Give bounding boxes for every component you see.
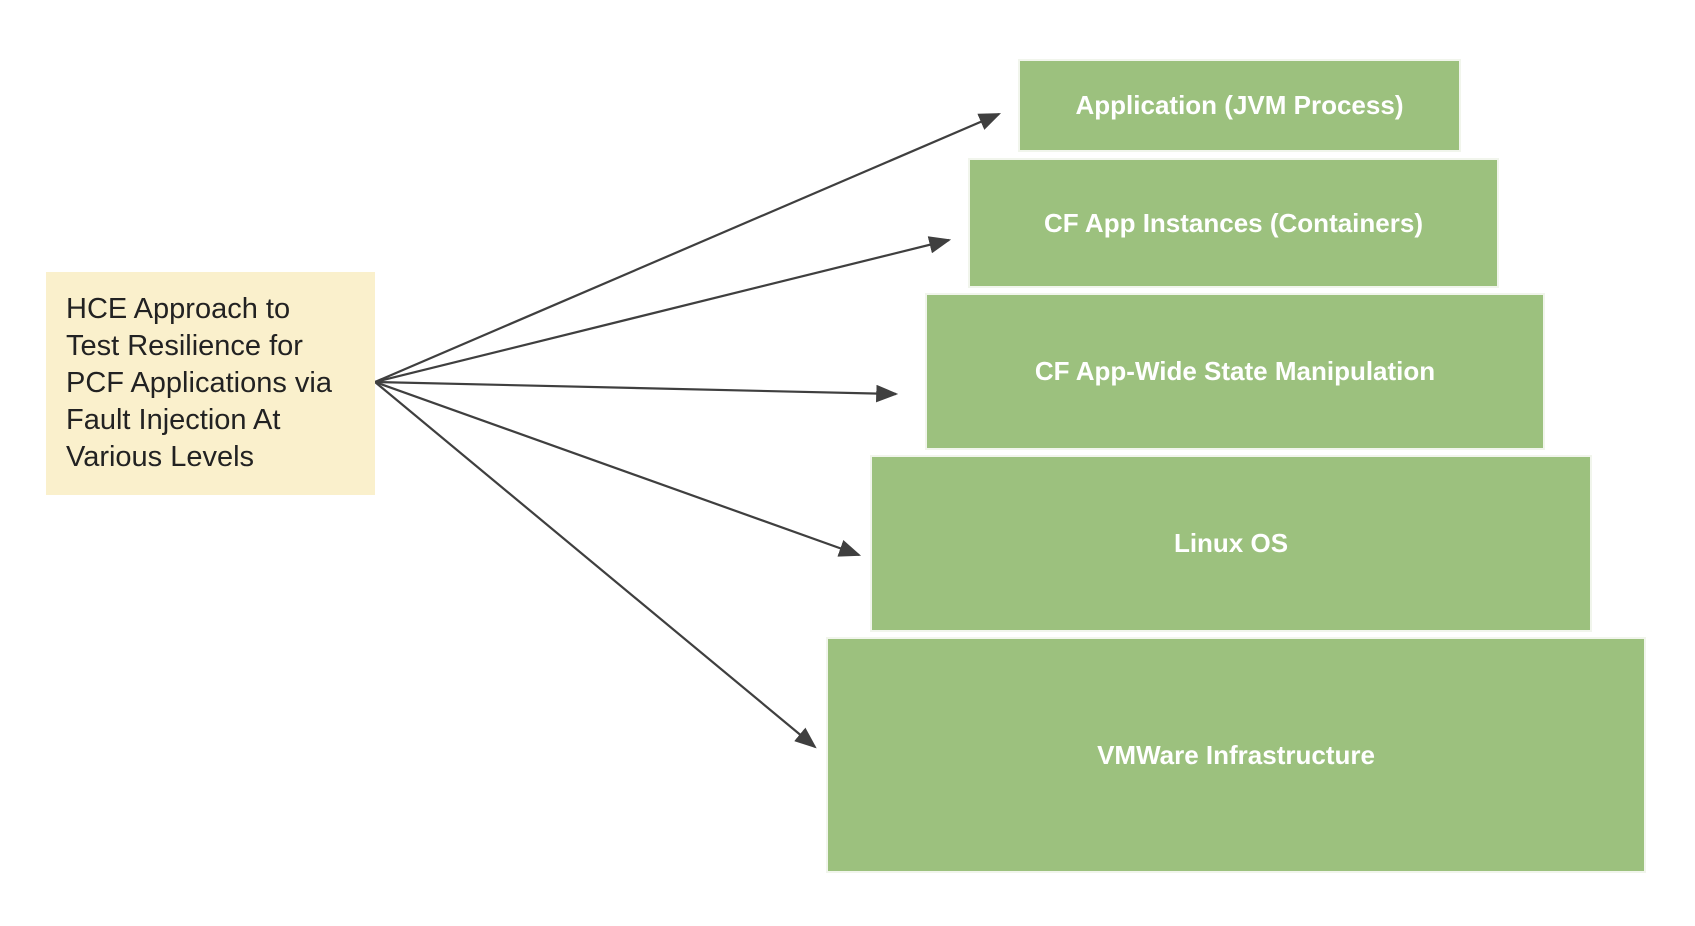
arrow-to-linux-os (374, 380, 862, 557)
hce-approach-note-text: HCE Approach to Test Resilience for PCF … (66, 293, 332, 473)
level-application-jvm-process-label: Application (JVM Process) (1075, 90, 1404, 120)
hce-approach-note: HCE Approach to Test Resilience for PCF … (46, 272, 375, 495)
level-cf-app-wide-state-manipulation-label: CF App-Wide State Manipulation (1034, 356, 1436, 386)
arrow-to-vmware-infrastructure (374, 381, 817, 749)
level-linux-os-label: Linux OS (1173, 528, 1289, 558)
level-vmware-infrastructure-label: VMWare Infrastructure (1097, 739, 1375, 770)
level-cf-app-wide-state-manipulation: CF App-Wide State Manipulation (925, 293, 1545, 450)
arrow-to-cf-app-instances (374, 236, 952, 384)
level-linux-os: Linux OS (870, 455, 1592, 632)
arrow-to-cf-app-wide-state (374, 380, 899, 403)
level-cf-app-instances-containers: CF App Instances (Containers) (968, 158, 1499, 288)
level-vmware-infrastructure: VMWare Infrastructure (826, 637, 1646, 873)
level-cf-app-instances-containers-label: CF App Instances (Containers) (1044, 207, 1423, 238)
level-application-jvm-process: Application (JVM Process) (1018, 59, 1461, 152)
arrow-to-application-jvm (374, 112, 1002, 384)
